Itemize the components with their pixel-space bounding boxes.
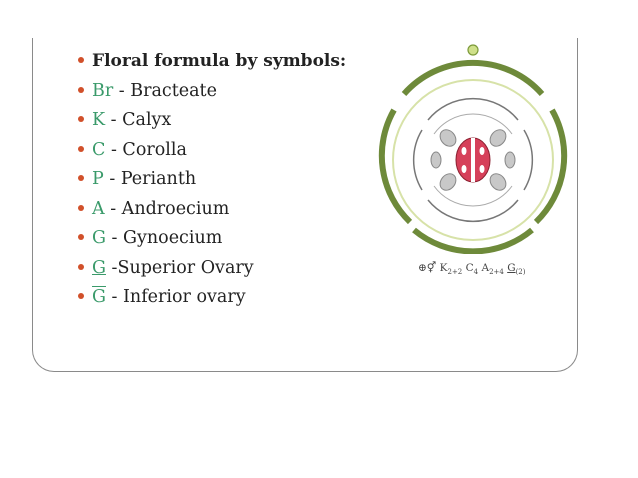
sepal-left <box>412 129 423 191</box>
definition: - Inferior ovary <box>105 287 246 307</box>
ovary-septum <box>471 138 475 182</box>
bullet-dot <box>78 145 84 152</box>
definition: - Gynoecium <box>105 228 223 248</box>
slide-frame <box>32 38 578 372</box>
bullet-dot <box>78 293 84 299</box>
stamens <box>430 129 516 191</box>
bullet-heading: Floral formula by symbols: <box>78 48 347 78</box>
sepal-right <box>523 129 534 191</box>
actinomorphic-bisexual-symbol: ⊕⚥ <box>418 262 437 274</box>
stamen <box>489 173 507 191</box>
ovules <box>461 147 485 173</box>
bullet-item-corolla: C - Corolla <box>78 137 346 167</box>
symbol: G <box>92 257 106 278</box>
stamen <box>430 151 442 169</box>
bullet-list: Floral formula by symbols: Br - Bracteat… <box>78 48 347 314</box>
bract-top <box>401 59 545 96</box>
bullet-dot <box>78 204 84 211</box>
floral-formula: ⊕⚥ K2+2 C4 A2+4 G(2) <box>418 262 526 276</box>
sepal-bottom <box>427 199 519 223</box>
bullet-item-perianth: P - Perianth <box>78 166 346 196</box>
definition: - Corolla <box>105 139 187 160</box>
bullet-item-inferior-ovary: G - Inferior ovary <box>78 284 346 314</box>
symbol: C <box>92 139 106 160</box>
bullet-dot <box>78 263 84 270</box>
definition: - Calyx <box>105 110 172 130</box>
formula-c: C4 <box>465 262 479 277</box>
symbol: P <box>92 169 104 189</box>
bullet-dot <box>78 86 84 93</box>
bullet-item-calyx: K - Calyx <box>78 107 346 137</box>
definition: - Perianth <box>103 169 197 189</box>
petal-arc-top <box>433 113 513 135</box>
heading-text: Floral formula by symbols: <box>92 51 347 71</box>
bract-bottom <box>412 227 534 254</box>
bullet-dot <box>78 234 84 240</box>
ovule <box>479 165 485 173</box>
ovule <box>461 147 467 155</box>
stamen <box>504 151 516 169</box>
floral-diagram <box>378 44 568 254</box>
definition: - Bracteate <box>113 80 217 101</box>
bullet-dot <box>78 175 84 181</box>
sepal-top <box>427 97 519 121</box>
formula-k: K2+2 <box>439 262 463 277</box>
symbol: A <box>92 198 105 219</box>
symbol: G <box>92 287 106 307</box>
ovule <box>479 147 485 155</box>
formula-g: G(2) <box>507 262 526 277</box>
bullet-item-bracteate: Br - Bracteate <box>78 78 346 108</box>
stamen <box>439 129 457 147</box>
bullet-item-androecium: A - Androecium <box>78 196 346 226</box>
bract-left <box>378 108 413 225</box>
definition: - Androecium <box>104 198 230 219</box>
bullet-dot <box>78 57 84 63</box>
bullet-item-gynoecium: G - Gynoecium <box>78 225 346 255</box>
outer-ring <box>392 79 554 241</box>
symbol: G <box>92 228 106 248</box>
definition: -Superior Ovary <box>105 257 254 278</box>
stamen <box>439 173 457 191</box>
symbol: K <box>92 110 106 130</box>
mother-axis <box>467 44 479 56</box>
petal-arc-bottom <box>433 185 513 207</box>
formula-a: A2+4 <box>481 262 504 277</box>
bract-right <box>533 108 568 225</box>
stamen <box>489 129 507 147</box>
symbol: Br <box>92 80 114 101</box>
ovule <box>461 165 467 173</box>
bullet-item-superior-ovary: G -Superior Ovary <box>78 255 346 285</box>
bullet-dot <box>78 116 84 122</box>
